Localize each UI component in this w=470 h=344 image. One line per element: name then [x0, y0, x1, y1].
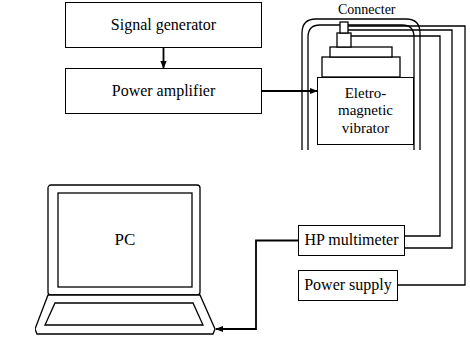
part-label: Connecter: [338, 2, 396, 18]
node-text: Signal generator: [111, 16, 216, 34]
arrow-connector: [262, 90, 317, 92]
process-box: Power supply: [298, 270, 398, 301]
process-box: Eletro- magnetic vibrator: [317, 77, 414, 145]
top-plate: [330, 47, 392, 57]
arrow-connector: [163, 48, 165, 68]
sensor-body: [337, 33, 351, 47]
node-text: Eletro- magnetic vibrator: [318, 85, 413, 137]
node-text: PC: [115, 230, 136, 250]
base-plate: [322, 57, 400, 77]
connecter-symbol: [340, 22, 348, 33]
housing-inner: [308, 25, 414, 150]
process-box: Signal generator: [65, 2, 262, 48]
node-text: Power amplifier: [112, 82, 216, 100]
node-text: Power supply: [304, 276, 392, 294]
laptop-outline: [35, 183, 217, 338]
process-box: HP multimeter: [298, 225, 405, 256]
arrow-connector: [216, 241, 298, 330]
process-box: Power amplifier: [65, 68, 262, 114]
node-text: HP multimeter: [304, 231, 398, 249]
housing-outline: [302, 19, 420, 150]
laptop-pc: PC: [35, 183, 217, 338]
